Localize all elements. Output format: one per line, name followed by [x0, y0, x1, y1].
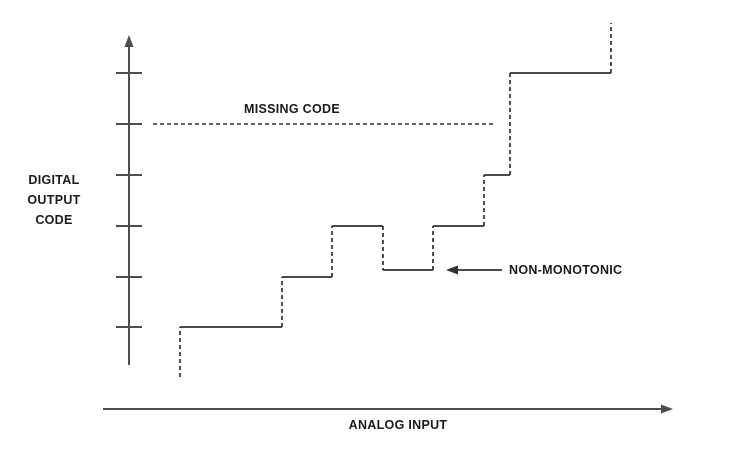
y-axis-arrowhead — [124, 35, 134, 47]
x-axis-label: ANALOG INPUT — [348, 418, 448, 432]
missing-code-label: MISSING CODE — [244, 102, 340, 116]
y-axis-label-line: OUTPUT — [27, 193, 81, 207]
x-axis-arrowhead — [661, 404, 673, 414]
non-monotonic-label: NON-MONOTONIC — [509, 263, 623, 277]
y-axis-label-line: CODE — [35, 213, 73, 227]
y-axis-label-line: DIGITAL — [28, 173, 80, 187]
y-axis-label: DIGITAL OUTPUT CODE — [16, 170, 92, 230]
non-monotonic-arrowhead — [446, 265, 458, 275]
